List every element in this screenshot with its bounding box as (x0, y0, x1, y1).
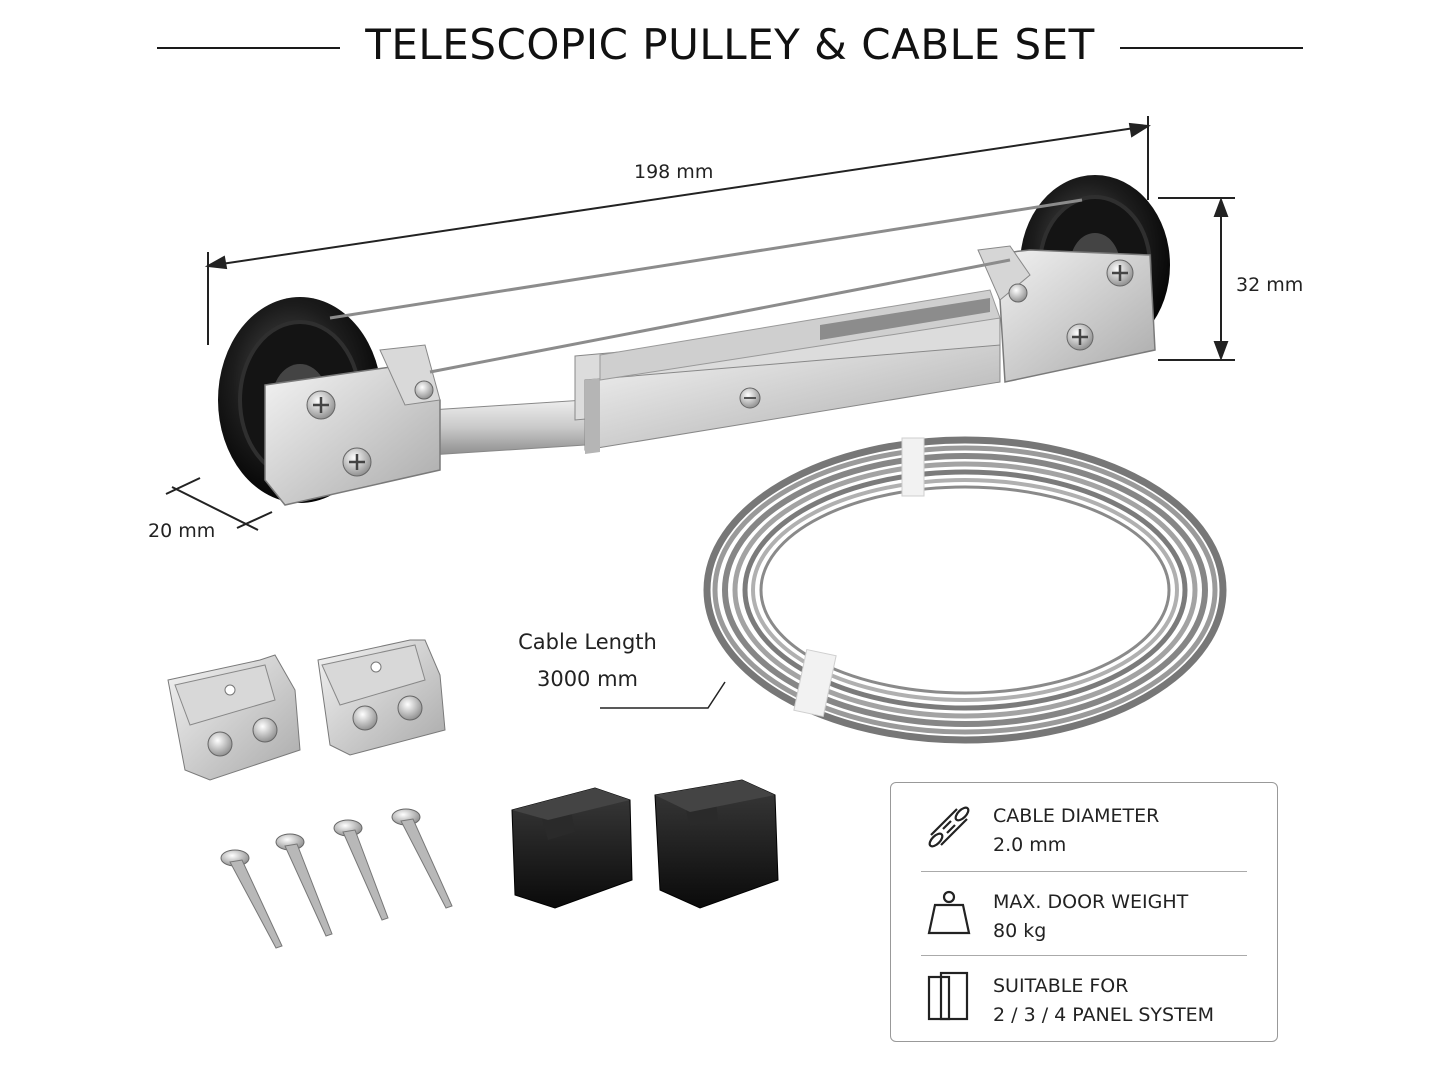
height-dimension-label: 32 mm (1236, 274, 1304, 296)
telescopic-pulley (218, 175, 1170, 506)
guide-block (654, 779, 779, 909)
cable-clamp (167, 654, 301, 781)
spec-panel: CABLE DIAMETER 2.0 mm MAX. DOOR WEIGHT 8… (890, 782, 1278, 1042)
spec-value: 2.0 mm (993, 834, 1067, 856)
dimension-length-line (204, 116, 1151, 345)
length-dimension-label: 198 mm (634, 161, 714, 183)
spec-row-max-weight: MAX. DOOR WEIGHT 80 kg (891, 871, 1277, 955)
cable-length-title: Cable Length (518, 630, 657, 654)
page-title: TELESCOPIC PULLEY & CABLE SET (365, 20, 1095, 69)
spec-value: 80 kg (993, 920, 1047, 942)
spec-row-suitable-for: SUITABLE FOR 2 / 3 / 4 PANEL SYSTEM (891, 955, 1277, 1039)
weight-icon (927, 890, 971, 935)
title-row: TELESCOPIC PULLEY & CABLE SET (0, 14, 1453, 84)
cable-coil (703, 436, 1227, 744)
wood-screw (391, 808, 453, 909)
spec-label: CABLE DIAMETER (993, 805, 1160, 827)
spec-row-cable-diameter: CABLE DIAMETER 2.0 mm (891, 785, 1277, 869)
title-rule-left (157, 47, 340, 49)
wood-screw (333, 819, 389, 921)
spec-divider (921, 955, 1247, 956)
spec-value: 2 / 3 / 4 PANEL SYSTEM (993, 1004, 1215, 1026)
width-dimension-label: 20 mm (148, 520, 216, 542)
wood-screw (275, 833, 333, 937)
cable-icon (928, 806, 970, 848)
title-rule-right (1120, 47, 1303, 49)
spec-divider (921, 871, 1247, 872)
cable-length-leader (600, 681, 726, 709)
cable-length-value: 3000 mm (536, 667, 639, 691)
spec-label: SUITABLE FOR (993, 975, 1129, 997)
cable-length-label: Cable Length 3000 mm (505, 624, 670, 698)
cable-clamp (317, 639, 446, 756)
wood-screw (220, 849, 283, 949)
spec-label: MAX. DOOR WEIGHT (993, 891, 1189, 913)
dimension-width-line (165, 477, 273, 531)
guide-block (511, 787, 633, 909)
dimension-height-line (1158, 197, 1235, 361)
panel-door-icon (927, 971, 969, 1021)
